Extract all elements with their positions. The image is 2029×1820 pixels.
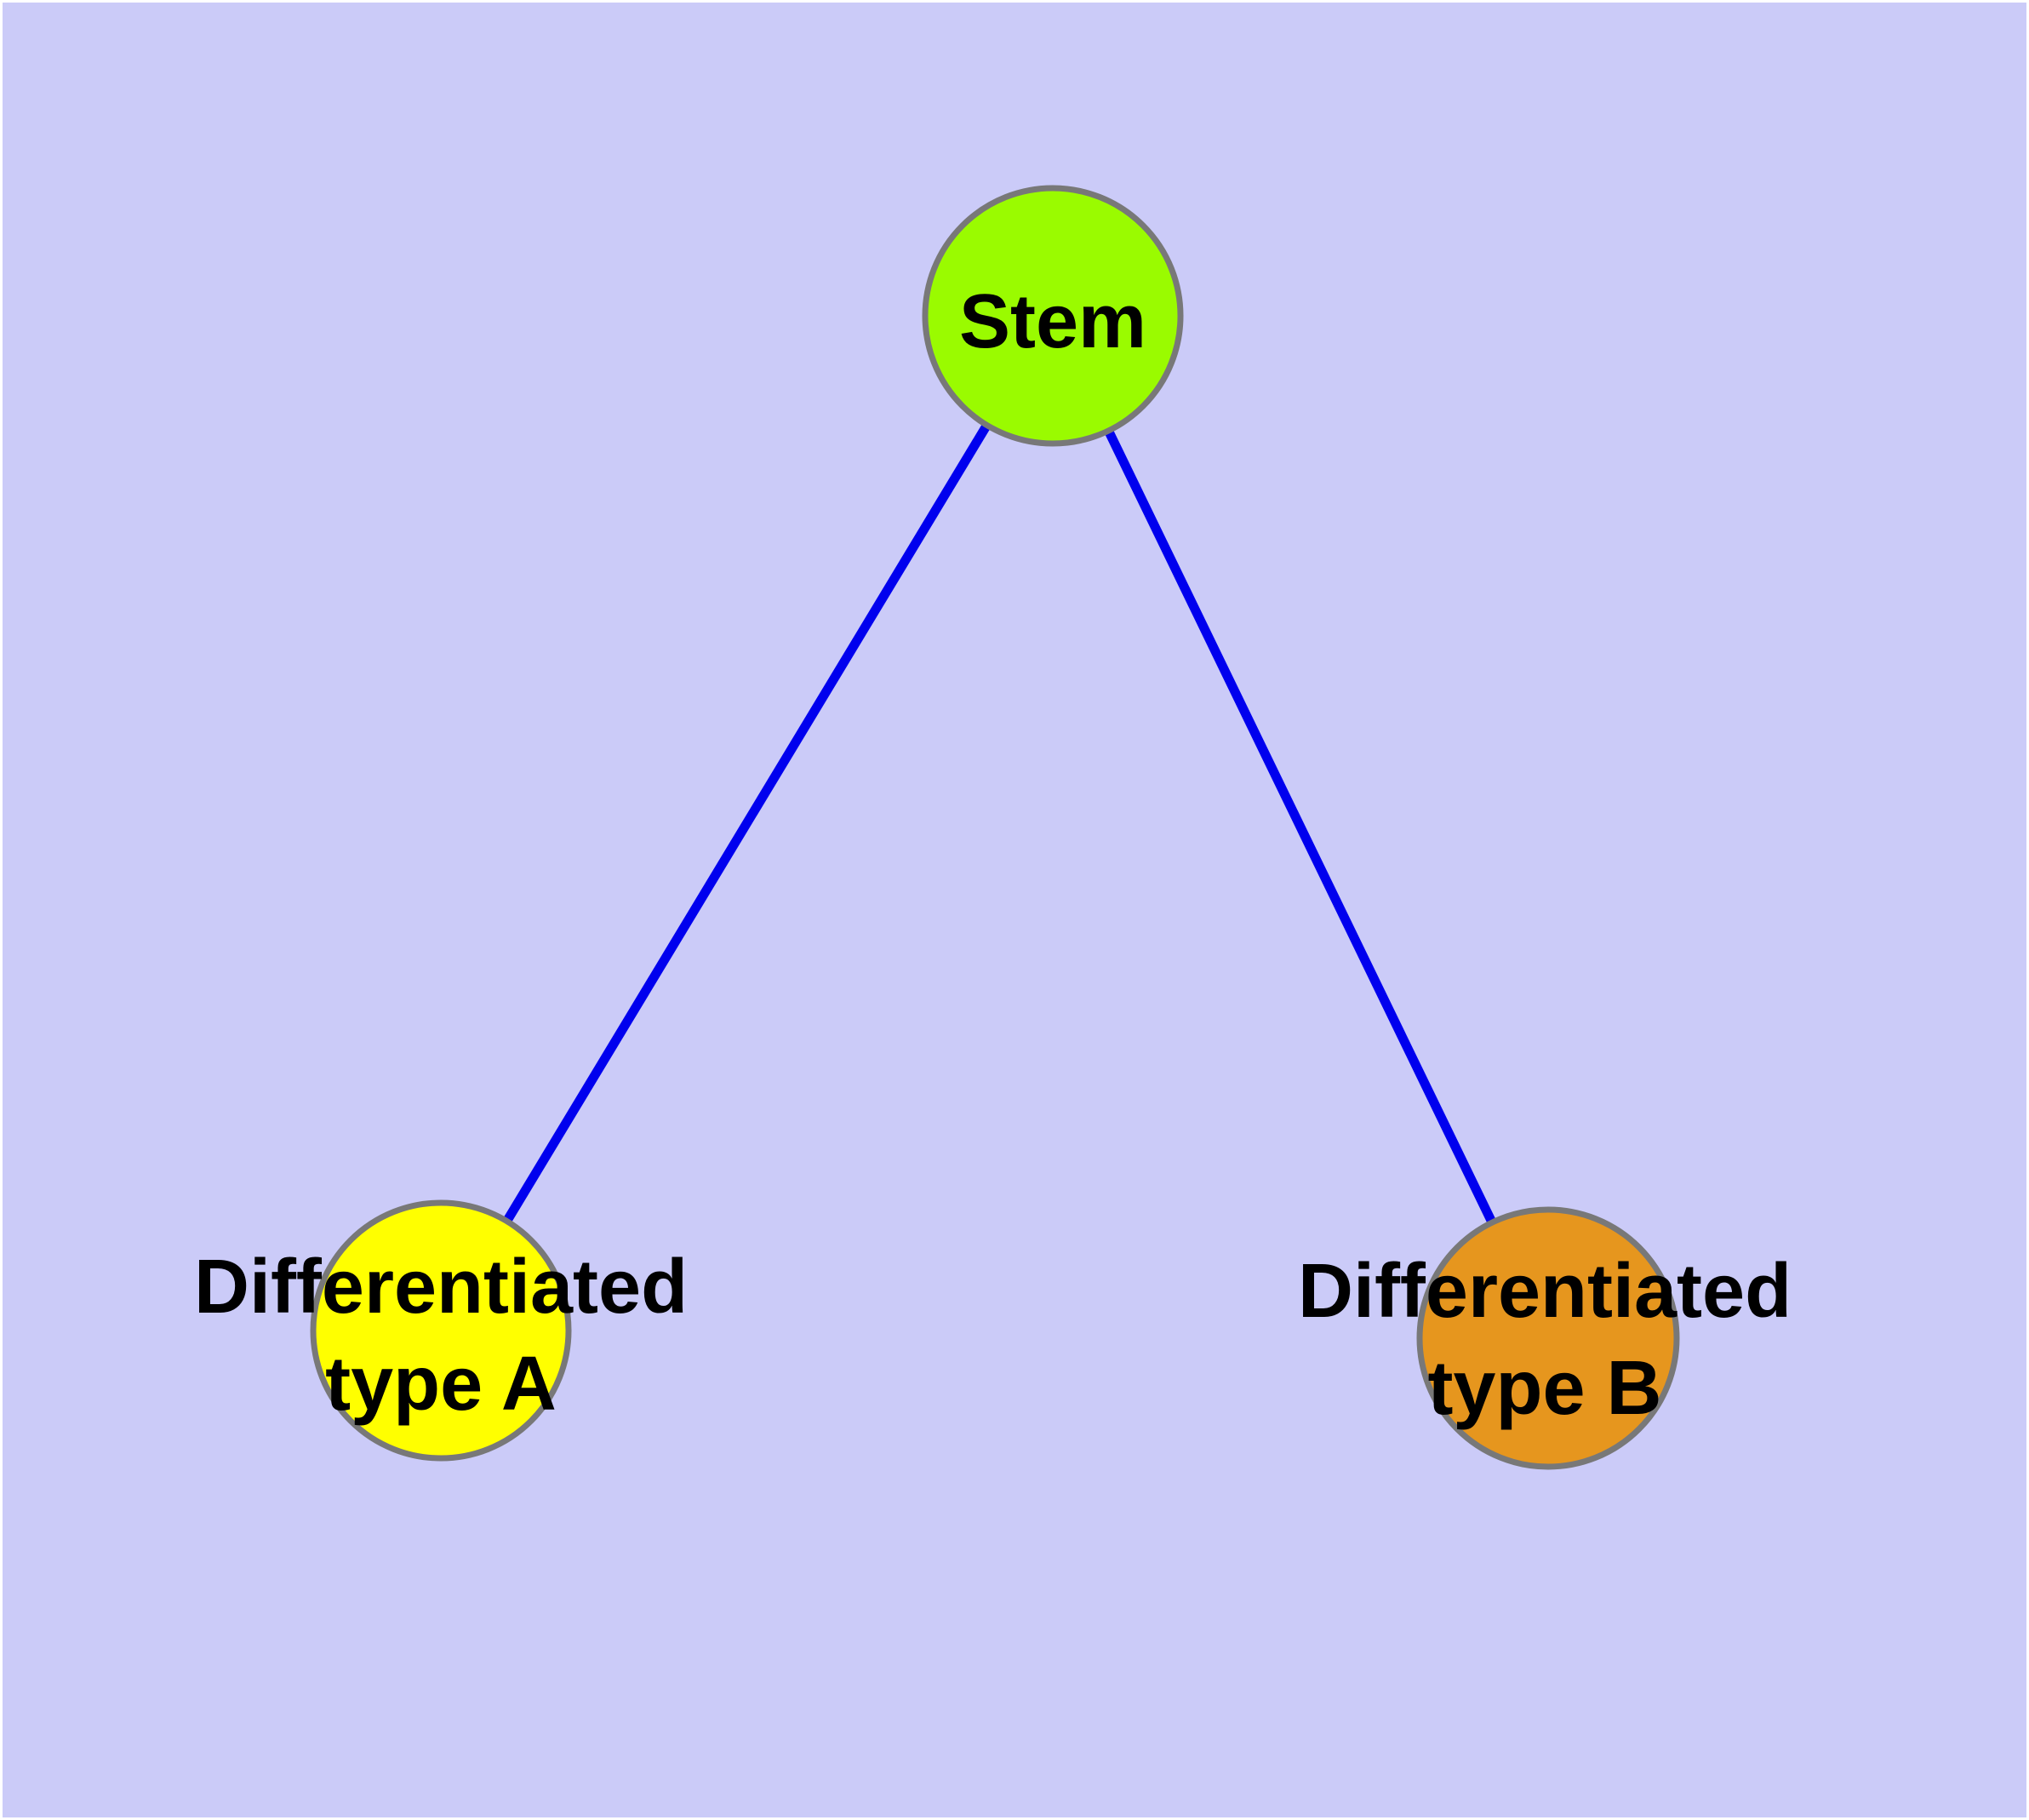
node-type-a-label: Differentiated type A — [194, 1239, 688, 1433]
node-type-b-label-line2: type B — [1427, 1346, 1662, 1431]
node-type-a-label-line2: type A — [325, 1342, 557, 1427]
edge-stem-to-type-a — [437, 313, 1057, 1333]
node-type-a-label-line1: Differentiated — [193, 1245, 689, 1330]
node-stem-label: Stem — [958, 279, 1147, 364]
node-type-b-label-line1: Differentiated — [1297, 1249, 1792, 1334]
edge-stem-to-type-b — [1049, 313, 1552, 1341]
node-type-b-label: Differentiated type B — [1298, 1243, 1792, 1437]
node-type-a-circle — [310, 1199, 572, 1462]
node-type-b-circle — [1416, 1206, 1680, 1470]
node-stem-circle — [922, 185, 1184, 447]
diagram-canvas: Stem Differentiated type A Differentiate… — [3, 3, 2026, 1817]
